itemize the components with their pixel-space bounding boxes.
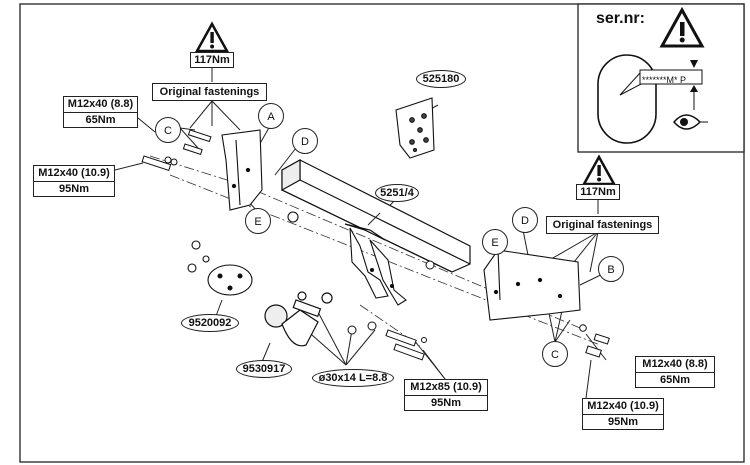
torque-label-right: 117Nm <box>576 184 620 200</box>
part-label-socket-plate: 525180 <box>416 70 466 88</box>
bolt-spec-bottom-middle: M12x85 (10.9) 95Nm <box>404 379 488 411</box>
socket-plate <box>395 97 435 159</box>
bolt-size: M12x40 (10.9) <box>587 400 659 412</box>
serial-plate-illustration <box>597 54 703 144</box>
warning-icon-left <box>194 21 230 53</box>
mounting-plate <box>187 240 253 296</box>
bolt-torque: 65Nm <box>636 372 714 388</box>
right-bracket <box>483 249 581 321</box>
center-bolts <box>347 321 427 361</box>
bolt-spec-bottom-right-2: M12x40 (10.9) 95Nm <box>582 398 664 430</box>
nut <box>287 211 299 223</box>
callout-c-right: C <box>542 341 568 367</box>
torque-label-left: 117Nm <box>190 52 234 68</box>
callout-a: A <box>258 103 284 129</box>
bolt-torque: 65Nm <box>64 112 137 128</box>
part-label-tow-ball: 9530917 <box>236 360 292 378</box>
bolt-spec-top-left: M12x40 (8.8) 65Nm <box>63 96 138 128</box>
callout-lines <box>367 212 381 226</box>
bolt-spec-bottom-right-1: M12x40 (8.8) 65Nm <box>635 356 715 388</box>
left-bolts <box>141 129 212 171</box>
bolt-size: M12x40 (8.8) <box>642 358 708 370</box>
bolt-spec-mid-left: M12x40 (10.9) 95Nm <box>33 165 115 197</box>
left-bracket <box>221 129 263 211</box>
warning-icon-right <box>581 154 617 186</box>
callout-e-left: E <box>245 208 271 234</box>
original-fastenings-left: Original fastenings <box>152 83 267 101</box>
outer-frame <box>19 3 745 463</box>
bolt-torque: 95Nm <box>583 414 663 430</box>
original-fastenings-right: Original fastenings <box>546 216 659 234</box>
center-mount <box>349 227 407 306</box>
eye-icon <box>673 114 708 130</box>
bolt-size: M12x40 (10.9) <box>38 167 110 179</box>
tow-ball <box>264 291 333 347</box>
callout-e-right: E <box>482 229 508 255</box>
part-label-crossbar: 5251/4 <box>375 184 419 202</box>
right-bolts <box>425 260 610 358</box>
bolt-size: M12x40 (8.8) <box>67 98 134 110</box>
crossbar <box>281 158 471 273</box>
callout-c-left: C <box>155 117 181 143</box>
pin-spec-label: ø30x14 L=8.8 <box>312 369 394 387</box>
serial-number-label: ser.nr: <box>596 10 645 27</box>
warning-icon <box>659 6 705 48</box>
part-label-mounting-plate: 9520092 <box>181 314 239 332</box>
callout-d-right: D <box>512 207 538 233</box>
bolt-torque: 95Nm <box>34 181 114 197</box>
serial-plate-code: *******M* P <box>642 75 687 85</box>
bolt-size: M12x85 (10.9) <box>410 381 482 393</box>
callout-b: B <box>598 256 624 282</box>
bolt-torque: 95Nm <box>405 395 487 411</box>
callout-d-left: D <box>292 128 318 154</box>
